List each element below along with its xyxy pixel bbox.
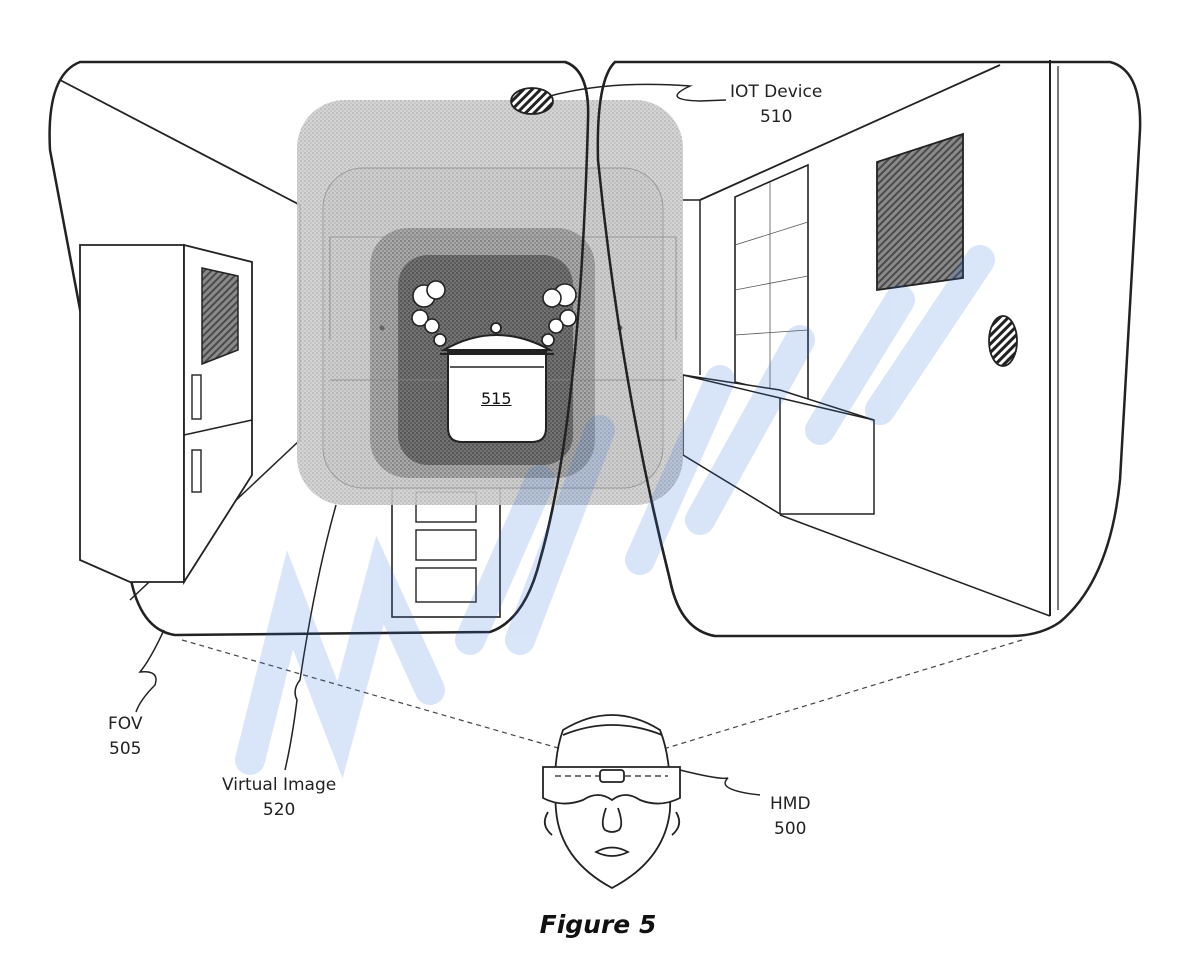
iot-device-label: IOT Device 510 — [730, 80, 822, 130]
steam-left-icon — [411, 280, 447, 347]
wall-picture — [876, 132, 964, 292]
iot-device-wall-icon — [988, 315, 1018, 367]
hmd-label: HMD 500 — [770, 792, 811, 842]
virtual-image-overlay — [297, 100, 683, 505]
iot-device-number: 510 — [759, 107, 793, 127]
hmd-name: HMD — [770, 794, 811, 814]
iot-device-ceiling-icon — [510, 87, 554, 115]
fov-number: 505 — [109, 739, 142, 759]
virtual-image-name: Virtual Image — [222, 775, 337, 795]
figure-caption: Figure 5 — [539, 910, 657, 939]
steam-right-icon — [541, 283, 577, 347]
fov-lines — [181, 639, 1023, 751]
virtual-image-label: Virtual Image 520 — [222, 773, 336, 823]
window — [734, 163, 809, 402]
hmd-number: 500 — [774, 819, 807, 839]
watermark — [235, 245, 995, 779]
fov-label: FOV 505 — [108, 712, 143, 762]
hmd-head-icon — [542, 714, 681, 890]
pot-label: 515 — [481, 389, 512, 408]
refrigerator — [79, 243, 253, 586]
counter — [682, 374, 875, 515]
fov-name: FOV — [108, 714, 143, 734]
cooking-pot-icon — [440, 322, 554, 443]
leader-lines — [135, 83, 761, 796]
iot-device-name: IOT Device — [730, 82, 823, 102]
virtual-image-number: 520 — [262, 800, 296, 820]
